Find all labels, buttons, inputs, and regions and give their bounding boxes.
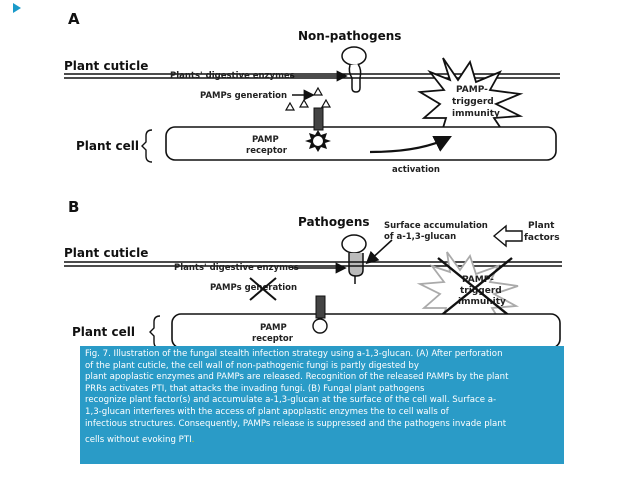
pti-line2-b: triggerd — [460, 286, 502, 296]
pamps-generation-label-a: PAMPs generation — [200, 91, 287, 101]
pti-line1-b: PAMP- — [462, 275, 494, 285]
caption-end-mark: . — [191, 435, 195, 446]
plant-cell-label-b: Plant cell — [72, 325, 135, 339]
pti-line3-a: immunity — [452, 109, 500, 119]
plant-cell-a — [165, 126, 557, 161]
caption-line: 1,3-glucan interferes with the access of… — [85, 406, 449, 417]
pamp-triangles-a — [284, 86, 332, 111]
pathogen-fungus — [341, 234, 367, 284]
caption-line: infectious structures. Consequently, PAM… — [85, 418, 507, 429]
caption-line: Fig. 7. Illustration of the fungal steal… — [85, 349, 503, 359]
panel-b-letter: B — [68, 198, 79, 216]
pamp-receptor-a — [305, 107, 331, 152]
caption-line: of the plant cuticle, the cell wall of n… — [85, 360, 419, 371]
plant-factors-line2: factors — [524, 233, 560, 243]
caption-line: PRRs activates PTI, that attacks the inv… — [85, 383, 425, 394]
caption-line: recognize plant factor(s) and accumulate… — [85, 395, 497, 406]
pathogens-label: Pathogens — [298, 215, 370, 229]
surface-accum-arrow — [365, 239, 393, 265]
surface-accum-line2: of a-1,3-glucan — [384, 232, 456, 242]
non-pathogens-label: Non-pathogens — [298, 29, 401, 43]
pamp-receptor-line1-a: PAMP — [252, 135, 279, 145]
pamp-receptor-line2-b: receptor — [252, 334, 294, 344]
plant-cell-label-a: Plant cell — [76, 139, 139, 153]
plant-cuticle-label-a: Plant cuticle — [64, 59, 148, 73]
plant-cell-brace-a — [141, 129, 153, 163]
activation-label: activation — [392, 165, 440, 175]
figure-caption: Fig. 7. Illustration of the fungal steal… — [80, 346, 564, 464]
plant-cell-b — [171, 313, 561, 349]
caption-line: plant apoplastic enzymes and PAMPs are r… — [85, 372, 509, 383]
pamps-generation-label-b: PAMPs generation — [210, 283, 297, 293]
plant-factors-line1: Plant — [528, 221, 555, 231]
caption-line-last-text: cells without evoking PTI — [85, 435, 192, 446]
pti-line3-b: immunity — [458, 297, 506, 307]
pamp-receptor-b — [312, 295, 328, 334]
plant-cuticle-line-b — [64, 261, 562, 267]
panel-a-letter: A — [68, 10, 80, 28]
pamp-receptor-line2-a: receptor — [246, 146, 288, 156]
caption-line-last: cells without evoking PTI. — [85, 435, 560, 447]
surface-accum-line1: Surface accumulation — [384, 221, 488, 231]
non-pathogen-fungus — [341, 46, 367, 93]
plant-cuticle-line-a — [64, 73, 560, 79]
pamps-cross-b — [249, 277, 277, 301]
pti-line1-a: PAMP- — [456, 85, 488, 95]
plant-factors-arrow — [492, 224, 523, 248]
plant-cell-brace-b — [149, 315, 161, 349]
digestive-enzymes-label-b: Plants' digestive enzymes — [174, 263, 299, 273]
plant-cuticle-label-b: Plant cuticle — [64, 246, 148, 260]
activation-arrow — [369, 136, 452, 154]
digestive-enzymes-label-a: Plants' digestive enzymes — [170, 71, 295, 81]
bullet-arrow-icon — [13, 3, 21, 13]
pti-burst-a: PAMP- triggerd immunity — [417, 57, 524, 146]
pti-line2-a: triggerd — [452, 97, 494, 107]
pamp-receptor-line1-b: PAMP — [260, 323, 287, 333]
pti-burst-b: PAMP- triggerd immunity — [416, 251, 520, 332]
